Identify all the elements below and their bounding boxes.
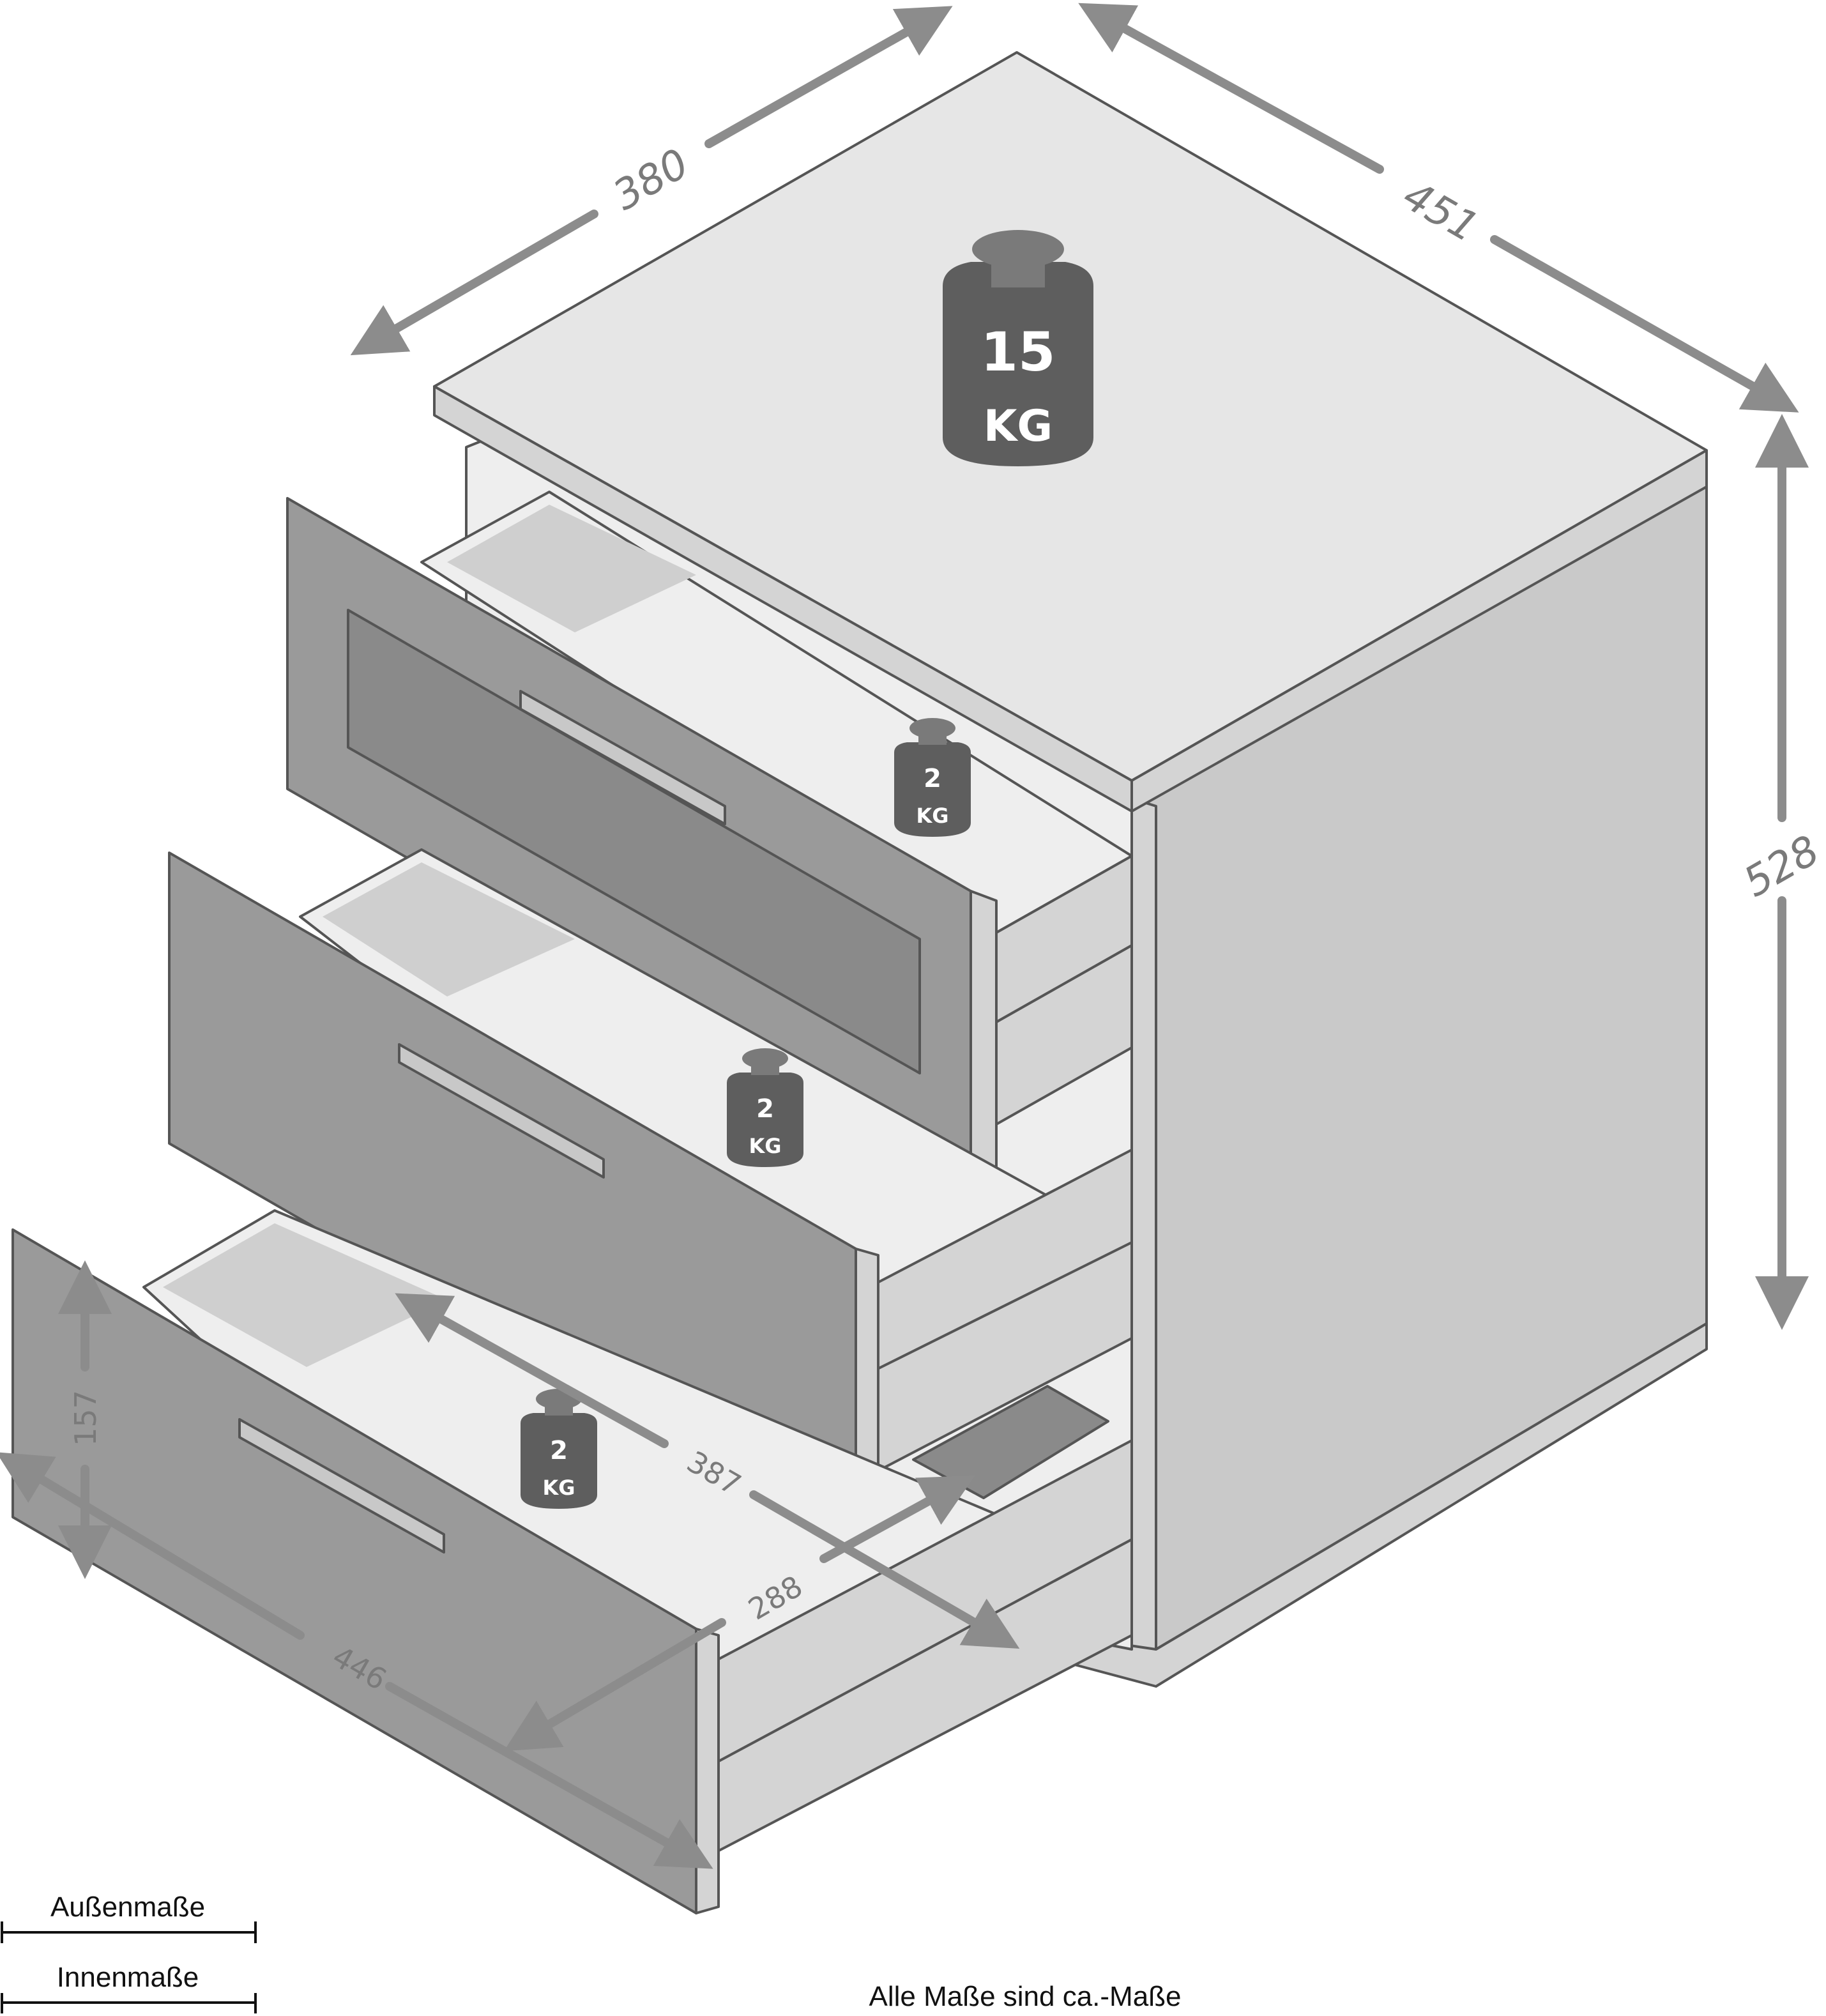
drawer-3-handle[interactable] xyxy=(238,1418,445,1554)
dim-arrow-387-a xyxy=(395,1293,669,1448)
dim-arrow-380-b xyxy=(704,6,953,148)
drawer-1-handle[interactable] xyxy=(519,690,726,825)
drawer-2-shadow xyxy=(323,862,575,997)
dim-arrow-446-b xyxy=(385,1682,713,1869)
legend-outer-label: Außenmaße xyxy=(50,1891,205,1923)
drawer-3-front-edge xyxy=(695,1628,720,1914)
dim-arrow-451-a xyxy=(1078,3,1384,174)
dim-arrow-446-a xyxy=(0,1452,305,1640)
dim-arrow-288-b xyxy=(503,1618,726,1752)
approx-note: Alle Maße sind ca.-Maße xyxy=(869,1981,1181,2012)
weight-knob-stem xyxy=(545,1399,573,1416)
dim-label-157: 157 xyxy=(68,1390,103,1446)
weight-top-value: 15 xyxy=(981,321,1056,383)
weight-drawer-2-value: 2 xyxy=(756,1094,774,1124)
weight-drawer-1: 2 KG xyxy=(894,718,971,837)
weight-drawer-3-value: 2 xyxy=(550,1436,568,1465)
weight-drawer-1-value: 2 xyxy=(924,764,941,793)
weight-top: 15 KG xyxy=(943,230,1093,466)
cabinet-front-edge xyxy=(1130,797,1157,1651)
weight-knob-stem xyxy=(918,728,947,745)
weight-knob-stem xyxy=(751,1058,779,1075)
drawer-3-shadow xyxy=(163,1223,447,1367)
drawer-1-front-inset xyxy=(347,609,921,1074)
legend: Außenmaße Innenmaße xyxy=(1,1891,257,2013)
drawer-2-handle[interactable] xyxy=(398,1043,605,1179)
drawer-1-shadow xyxy=(447,505,696,632)
dim-label-451: 451 xyxy=(1395,172,1486,252)
weight-drawer-3-unit: KG xyxy=(542,1476,575,1500)
weight-icon xyxy=(894,742,971,837)
dim-arrow-288-a xyxy=(819,1475,975,1563)
weight-drawer-2-unit: KG xyxy=(749,1134,781,1158)
cabinet-top-side-edge xyxy=(1130,449,1708,813)
dim-label-380: 380 xyxy=(605,140,697,220)
dim-arrow-387-b xyxy=(749,1490,1020,1649)
weight-icon xyxy=(521,1413,597,1509)
drawer-1-front-edge xyxy=(970,890,998,1183)
weight-drawer-2: 2 KG xyxy=(727,1048,803,1167)
dim-label-528: 528 xyxy=(1736,827,1826,906)
weight-icon xyxy=(727,1073,803,1167)
dim-arrow-380-a xyxy=(350,210,598,356)
dim-arrow-451-b xyxy=(1490,235,1799,413)
weight-top-unit: KG xyxy=(984,401,1053,452)
weight-icon xyxy=(943,262,1093,466)
legend-inner-label: Innenmaße xyxy=(57,1962,199,1993)
weight-drawer-1-unit: KG xyxy=(916,804,948,828)
weight-knob-stem xyxy=(991,249,1045,287)
